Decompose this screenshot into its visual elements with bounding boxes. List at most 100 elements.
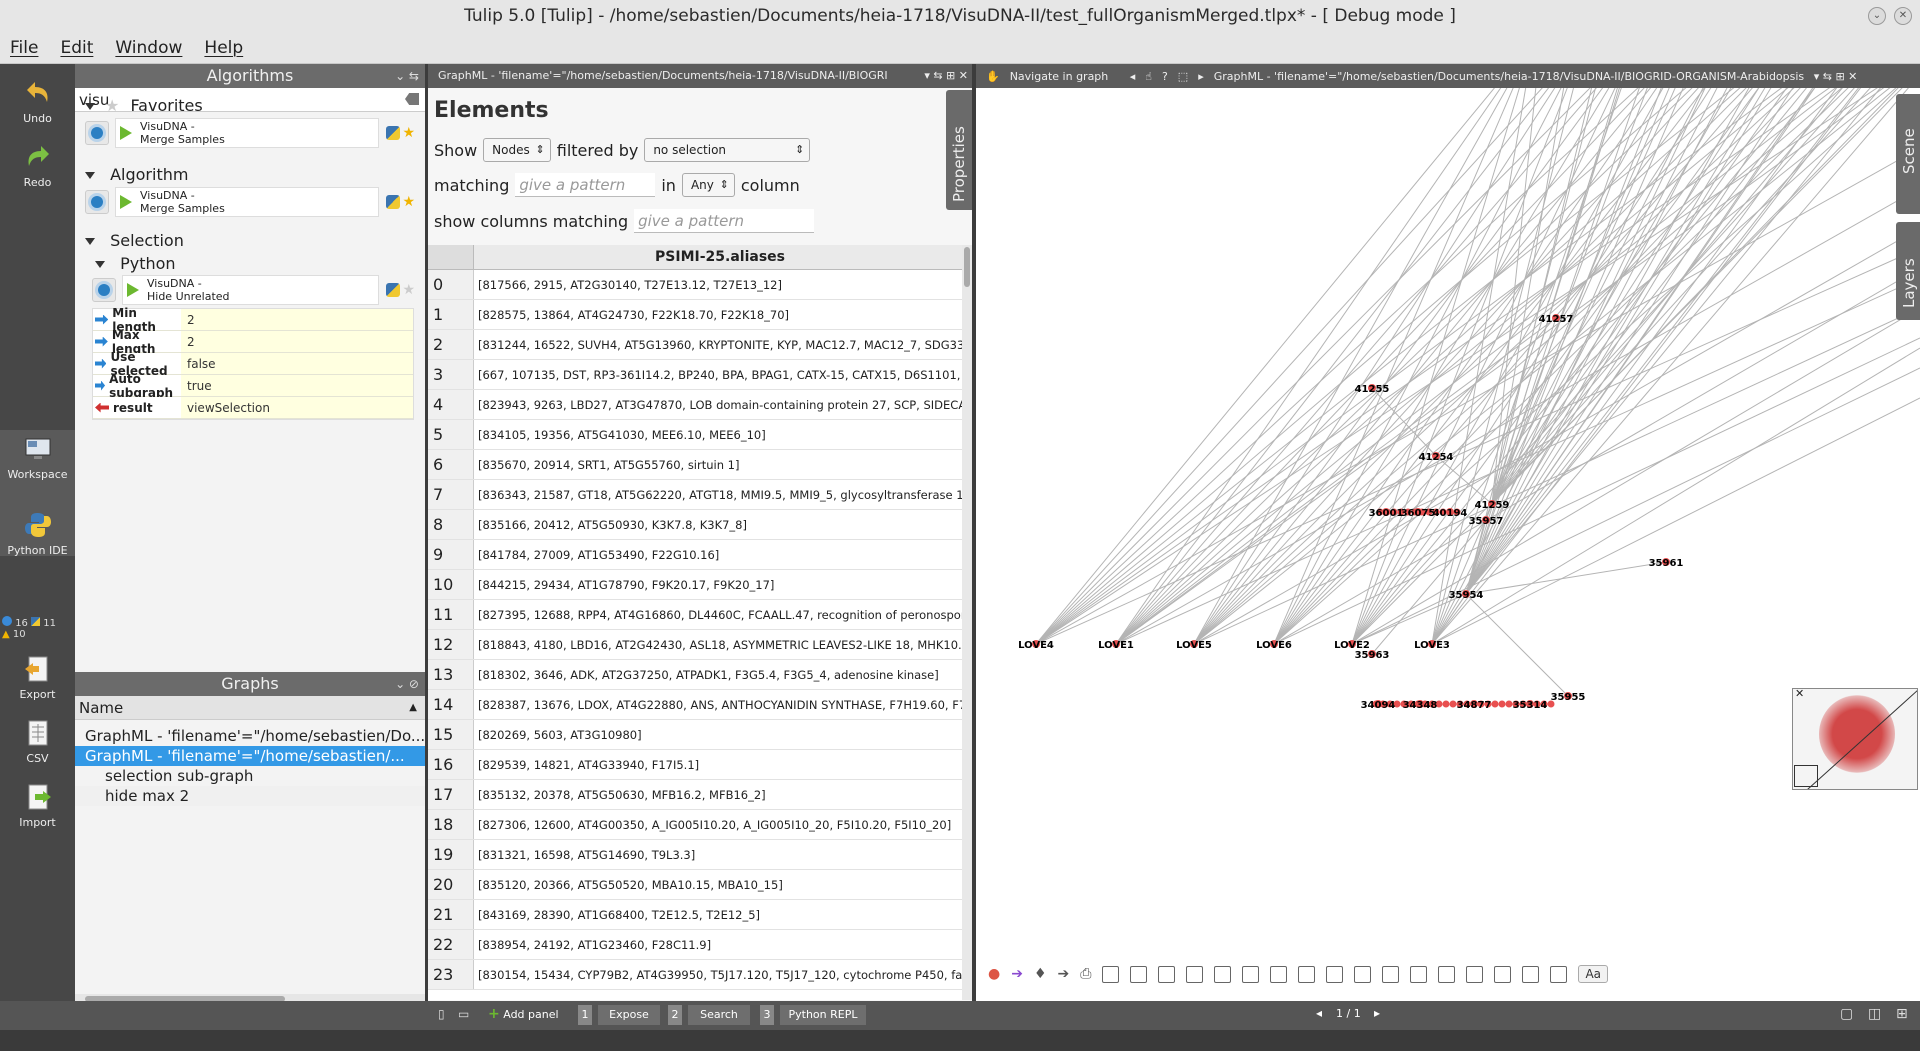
table-cell[interactable]: [831244, 16522, SUVH4, AT5G13960, KRYPTO… (478, 338, 966, 352)
table-cell[interactable]: [827306, 12600, AT4G00350, A_IG005I10.20… (478, 818, 952, 832)
graph-node[interactable] (1482, 516, 1490, 524)
menu-file[interactable]: File (10, 38, 39, 58)
camera-icon[interactable]: ⎙ (1080, 966, 1092, 982)
graph-edge[interactable] (1193, 85, 1605, 645)
graph-edge[interactable] (1035, 85, 1497, 645)
graph-node[interactable] (1526, 700, 1534, 708)
row-index[interactable]: 1 (428, 300, 474, 329)
run-icon[interactable] (120, 126, 132, 140)
graph-node[interactable] (1390, 508, 1398, 516)
table-cell[interactable]: [836343, 21587, GT18, AT5G62220, ATGT18,… (478, 488, 966, 502)
table-row[interactable]: 11[827395, 12688, RPP4, AT4G16860, DL446… (428, 600, 966, 630)
run-icon[interactable] (127, 283, 139, 297)
python-algorithm-item[interactable]: VisuDNA - Hide Unrelated ★ (92, 273, 415, 307)
columns-pattern-input[interactable]: give a pattern (634, 209, 815, 233)
table-cell[interactable]: [841784, 27009, AT1G53490, F22G10.16] (478, 548, 720, 562)
favorite-algorithm-item[interactable]: VisuDNA - Merge Samples ★ (85, 116, 415, 150)
graph-edge[interactable] (1115, 85, 1887, 645)
graph-edge[interactable] (1491, 85, 1733, 505)
graph-edge[interactable] (1465, 85, 1883, 595)
graph-node[interactable] (1462, 590, 1470, 598)
table-cell[interactable]: [817566, 2915, AT2G30140, T27E13.12, T27… (478, 278, 782, 292)
undo-button[interactable]: Undo (0, 78, 75, 125)
graph-edge[interactable] (1193, 85, 1509, 645)
graph-node[interactable] (1453, 508, 1461, 516)
table-row[interactable]: 21[843169, 28390, AT1G68400, T2E12.5, T2… (428, 900, 966, 930)
table-row[interactable]: 19[831321, 16598, AT5G14690, T9L3.3] (428, 840, 966, 870)
graph-node[interactable] (1519, 700, 1527, 708)
row-index[interactable]: 14 (428, 690, 474, 719)
vertical-scrollbar[interactable] (962, 245, 972, 1000)
graph-edge[interactable] (1465, 317, 1557, 595)
graph-node[interactable] (1491, 700, 1499, 708)
label-icon[interactable] (1214, 965, 1232, 983)
graph-node[interactable] (1397, 508, 1405, 516)
graph-edge[interactable] (1351, 85, 1569, 645)
graph-edge[interactable] (1491, 85, 1537, 505)
table-cell[interactable]: [828575, 13864, AT4G24730, F22K18.70, F2… (478, 308, 790, 322)
graph-node[interactable] (1368, 650, 1376, 658)
graph-edge[interactable] (1491, 85, 1593, 505)
pan-icon[interactable]: ☝ (1145, 69, 1152, 83)
zoom-icon[interactable] (1438, 965, 1456, 983)
help-cursor-icon[interactable]: ? (1161, 69, 1168, 83)
row-index[interactable]: 15 (428, 720, 474, 749)
settings-icon[interactable] (85, 190, 109, 214)
param-value[interactable]: 2 (181, 309, 413, 330)
algorithm-section[interactable]: Algorithm (85, 165, 188, 184)
overview-minimap[interactable]: ✕ (1792, 688, 1918, 790)
table-cell[interactable]: [827395, 12688, RPP4, AT4G16860, DL4460C… (478, 608, 966, 622)
column-select[interactable]: Any (681, 173, 735, 197)
table-row[interactable]: 2 [831244, 16522, SUVH4, AT5G13960, KRYPT… (428, 330, 966, 360)
graph-row-subgraph[interactable]: hide max 2 (75, 786, 425, 806)
graph-node[interactable] (1662, 558, 1670, 566)
graph-edge[interactable] (1371, 519, 1487, 655)
row-index[interactable]: 2 (428, 330, 474, 359)
graph-edge[interactable] (1431, 85, 1527, 645)
graph-node[interactable] (1432, 452, 1440, 460)
graph-edge[interactable] (1371, 387, 1437, 457)
single-view-icon[interactable]: ▢ (1840, 1006, 1854, 1022)
graph-edge[interactable] (1273, 85, 1611, 645)
label-size-icon[interactable] (1242, 965, 1260, 983)
table-cell[interactable]: [831321, 16598, AT5G14690, T9L3.3] (478, 848, 696, 862)
graph-node[interactable] (1442, 700, 1450, 708)
filter-select[interactable]: no selection (644, 138, 811, 162)
favorite-star-icon[interactable]: ★ (402, 194, 415, 210)
size-icon[interactable] (1382, 965, 1400, 983)
next-page-icon[interactable]: ▸ (1374, 1006, 1381, 1020)
graph-node[interactable] (1484, 700, 1492, 708)
graph-node[interactable] (1547, 700, 1555, 708)
table-row[interactable]: 16[829539, 14821, AT4G33940, F17I5.1] (428, 750, 966, 780)
graph-edge[interactable] (1431, 85, 1863, 645)
graph-node[interactable] (1374, 700, 1382, 708)
graph-edge[interactable] (1351, 85, 1809, 645)
graph-edge[interactable] (1115, 85, 1839, 645)
graph-node[interactable] (1404, 508, 1412, 516)
graph-edge[interactable] (1491, 85, 1789, 505)
tree-icon[interactable] (1522, 965, 1540, 983)
graph-edge[interactable] (1273, 85, 1755, 645)
graph-edge[interactable] (1035, 85, 1833, 645)
graph-edge[interactable] (1491, 85, 1845, 505)
split-view-icon[interactable]: ◫ (1868, 1006, 1882, 1022)
arrow-color-icon[interactable]: ➔ (1011, 966, 1023, 982)
graph-edge[interactable] (1491, 85, 1677, 505)
graph-edge[interactable] (1115, 85, 1503, 645)
table-cell[interactable]: [829539, 14821, AT4G33940, F17I5.1] (478, 758, 700, 772)
graph-row-subgraph[interactable]: selection sub-graph (105, 767, 254, 785)
table-row[interactable]: 0[817566, 2915, AT2G30140, T27E13.12, T2… (428, 270, 966, 300)
graph-edge[interactable] (1193, 85, 1845, 645)
settings-icon[interactable] (85, 121, 109, 145)
show-select[interactable]: Nodes (483, 138, 551, 162)
graph-node[interactable] (1348, 640, 1356, 648)
view-controls-icon[interactable]: ▾ ⇆ ⊞ ✕ (1813, 69, 1858, 83)
row-index[interactable]: 5 (428, 420, 474, 449)
graph-edge[interactable] (1273, 85, 1515, 645)
message-counters[interactable]: 16 11 ▲ 10 (2, 616, 56, 640)
graph-node[interactable] (1456, 700, 1464, 708)
table-cell[interactable]: [818302, 3646, ADK, AT2G37250, ATPADK1, … (478, 668, 939, 682)
graph-node[interactable] (1393, 700, 1401, 708)
